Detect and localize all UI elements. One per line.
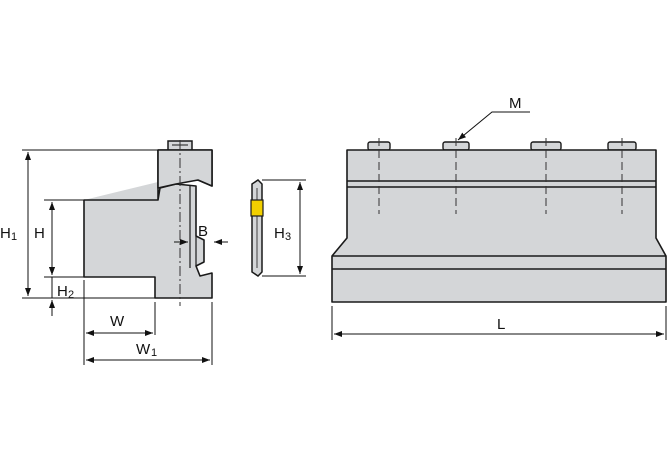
- label-w1: W: [136, 341, 151, 358]
- insert-yellow: [250, 199, 264, 217]
- label-h1: H: [0, 225, 11, 242]
- front-view: [83, 140, 213, 306]
- top-screws: [367, 141, 637, 151]
- upper-block: [331, 149, 667, 303]
- label-w1-sub: 1: [151, 347, 157, 359]
- screw-centerlines: [378, 138, 623, 214]
- dimension-labels: H 1 H H 2 W W 1 B H 3 M L: [0, 95, 522, 359]
- label-h2-sub: 2: [68, 289, 74, 301]
- dim-m-leader: [457, 111, 530, 141]
- dimensions: [22, 111, 667, 365]
- label-w: W: [110, 313, 125, 330]
- label-h3: H: [274, 225, 285, 242]
- label-b: B: [198, 223, 208, 240]
- label-m: M: [509, 95, 522, 112]
- blade-side-view: [250, 179, 264, 277]
- label-h2: H: [57, 283, 68, 300]
- label-h: H: [34, 225, 45, 242]
- long-view: [331, 138, 667, 303]
- label-l: L: [497, 316, 505, 333]
- label-h1-sub: 1: [11, 231, 17, 243]
- label-h3-sub: 3: [285, 231, 291, 243]
